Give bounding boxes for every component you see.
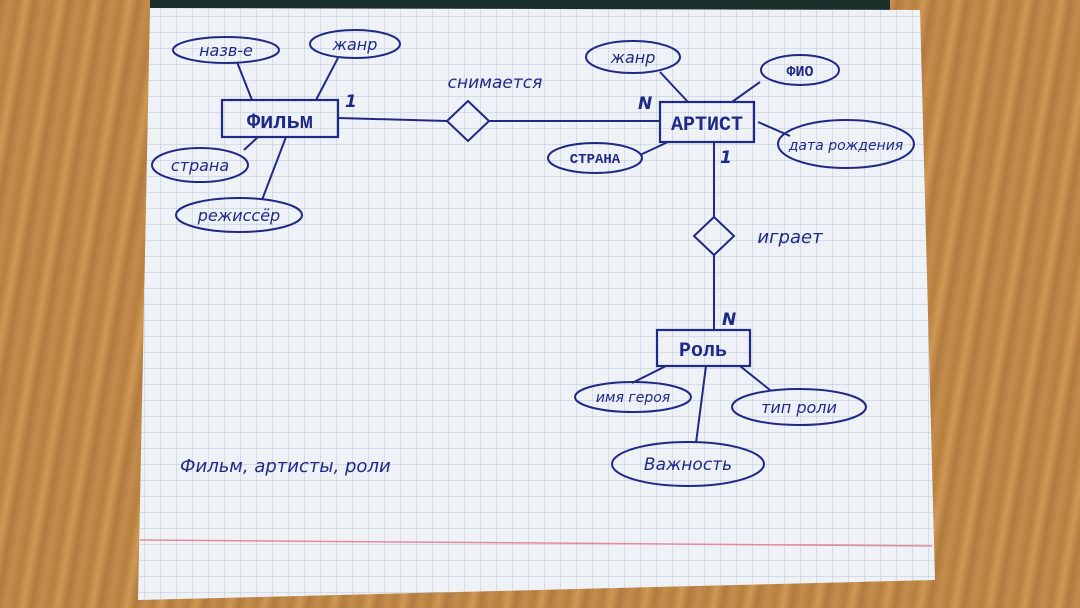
relationship-artist-role: играет <box>692 215 823 257</box>
svg-text:режиссёр: режиссёр <box>197 206 280 225</box>
attribute-artist-birthdate: дата рождения <box>777 119 915 169</box>
svg-text:жанр: жанр <box>610 48 656 67</box>
connections <box>236 57 791 444</box>
svg-text:жанр: жанр <box>332 35 378 54</box>
attribute-role-type: тип роли <box>731 388 867 426</box>
entity-role: Роль <box>655 328 752 368</box>
entity-artist: АРТИСТ <box>658 100 756 144</box>
attribute-film-title: назв-е <box>172 36 280 64</box>
attribute-artist-genre: жанр <box>585 40 681 74</box>
attribute-role-hero-name: имя героя <box>574 381 692 413</box>
attribute-film-director: режиссёр <box>175 197 303 233</box>
attribute-role-importance: Важность <box>611 441 765 487</box>
cardinality-role: N <box>722 310 736 330</box>
svg-text:имя героя: имя героя <box>596 390 670 406</box>
margin-line <box>139 539 933 547</box>
cardinality-film: 1 <box>345 92 357 112</box>
paper-grid <box>138 8 935 600</box>
attribute-artist-name: ФИО <box>760 54 840 86</box>
relationship-film-artist: снимается <box>445 73 543 143</box>
cardinality-artist: N <box>638 94 652 114</box>
svg-text:тип роли: тип роли <box>761 398 837 417</box>
entity-role-label: Роль <box>679 340 727 363</box>
cardinality-artist-role: 1 <box>720 148 732 168</box>
entity-film: Фильм <box>220 98 340 139</box>
entity-artist-label: АРТИСТ <box>671 114 743 137</box>
entity-film-label: Фильм <box>247 110 313 135</box>
attribute-film-genre: жанр <box>309 29 401 59</box>
svg-text:назв-е: назв-е <box>199 41 253 60</box>
svg-text:дата рождения: дата рождения <box>788 138 903 154</box>
relationship-film-artist-label: снимается <box>448 73 543 93</box>
svg-text:СТРАНА: СТРАНА <box>570 152 621 168</box>
handwritten-note: Фильм, артисты, роли <box>180 456 391 477</box>
svg-text:страна: страна <box>171 156 229 175</box>
notebook-cover-strip <box>150 0 890 10</box>
relationship-artist-role-label: играет <box>757 227 823 248</box>
attribute-artist-country: СТРАНА <box>547 142 643 174</box>
attribute-film-country: страна <box>151 147 249 183</box>
svg-text:ФИО: ФИО <box>786 64 813 81</box>
svg-text:Важность: Важность <box>644 455 732 475</box>
